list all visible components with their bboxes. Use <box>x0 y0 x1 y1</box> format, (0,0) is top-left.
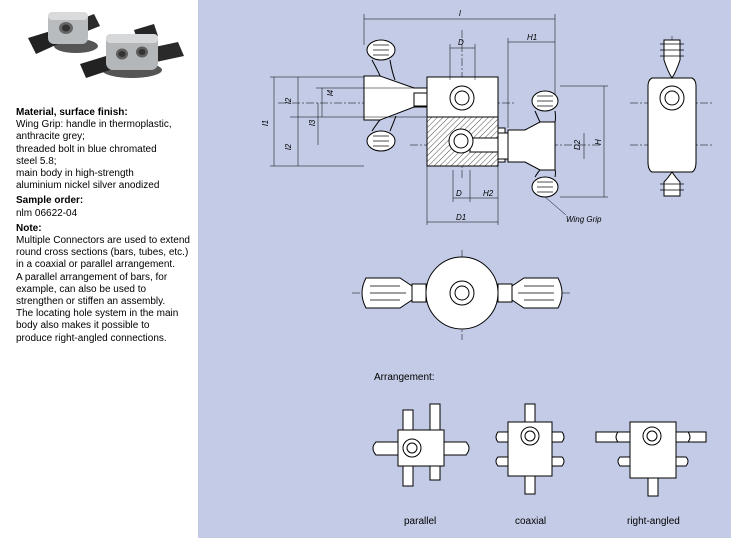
arrangement-label: Arrangement: <box>374 372 435 383</box>
material-heading: Material, surface finish: <box>16 107 128 118</box>
caption-right-angled: right-angled <box>627 516 680 527</box>
material-line: main body in high-strength <box>16 168 134 180</box>
note-line: in a coaxial or parallel arrangement. <box>16 259 175 271</box>
order-heading: Sample order: <box>16 195 84 207</box>
note-line: A parallel arrangement of bars, for <box>16 271 168 283</box>
arrangement-coaxial <box>495 403 565 495</box>
note-line: produce right-angled connections. <box>16 332 167 344</box>
dimension-labels: l D H1 l4 l2 l1 l3 l2 D2 H D H2 D1 Wing … <box>261 9 603 224</box>
dim-l2-upper: l2 <box>284 97 293 104</box>
product-photo <box>28 12 184 78</box>
dim-l: l <box>459 9 461 18</box>
material-line: threaded bolt in blue chromated <box>16 143 157 155</box>
dim-d-bottom: D <box>456 189 462 198</box>
caption-parallel: parallel <box>404 516 436 527</box>
material-line: anthracite grey; <box>16 131 85 143</box>
dim-l4: l4 <box>326 89 335 96</box>
front-view <box>278 30 600 198</box>
technical-drawing-panel: l D H1 l4 l2 l1 l3 l2 D2 H D H2 D1 Wing … <box>198 0 731 538</box>
arrangement-right-angled <box>595 421 707 497</box>
note-heading: Note: <box>16 222 42 234</box>
caption-coaxial: coaxial <box>515 516 546 527</box>
side-view <box>630 36 712 197</box>
note-line: body also makes it possible to <box>16 320 150 332</box>
note-line: strengthen or stiffen an assembly. <box>16 296 166 308</box>
dim-l3: l3 <box>308 119 317 126</box>
dim-d2: D2 <box>573 139 582 150</box>
note-line: The locating hole system in the main <box>16 308 179 320</box>
note-line: example, can also be used to <box>16 283 147 295</box>
wing-grip-label: Wing Grip <box>566 215 602 224</box>
arrangement-parallel <box>372 403 470 487</box>
material-line: aluminium nickel silver anodized <box>16 180 160 192</box>
order-value: nlm 06622-04 <box>16 207 78 219</box>
note-text: Multiple Connectors are used to extend r… <box>16 235 194 345</box>
material-line: steel 5.8; <box>16 155 57 167</box>
note-line: round cross sections (bars, tubes, etc.) <box>16 247 189 259</box>
dimension-lines <box>270 14 608 225</box>
dim-l1: l1 <box>261 120 270 126</box>
info-panel: Material, surface finish: Wing Grip: han… <box>0 0 196 538</box>
dim-l2-lower: l2 <box>284 143 293 150</box>
dim-h: H <box>594 139 603 145</box>
note-line: Multiple Connectors are used to extend <box>16 235 190 247</box>
technical-drawing: l D H1 l4 l2 l1 l3 l2 D2 H D H2 D1 Wing … <box>261 9 712 527</box>
dim-h2: H2 <box>483 189 494 198</box>
material-line: Wing Grip: handle in thermoplastic, <box>16 119 172 131</box>
material-text: Wing Grip: handle in thermoplastic, anth… <box>16 119 194 192</box>
dim-d-top: D <box>458 38 464 47</box>
top-view <box>352 250 570 340</box>
description-text: Material, surface finish: Wing Grip: han… <box>16 107 194 348</box>
dim-d1: D1 <box>456 213 466 222</box>
dim-h1: H1 <box>527 33 537 42</box>
